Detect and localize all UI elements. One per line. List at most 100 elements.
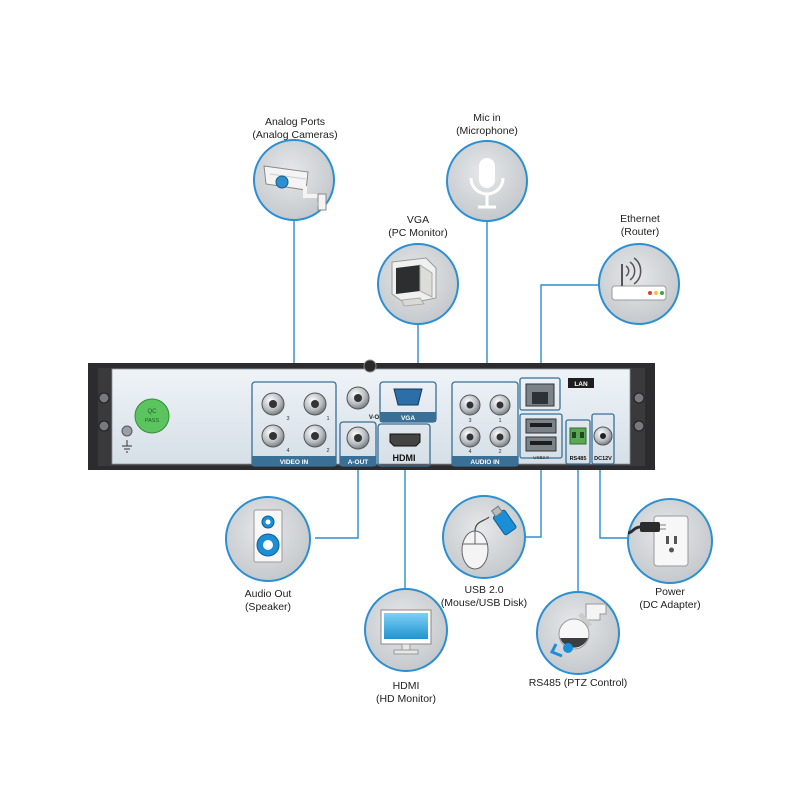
label-hdmi: HDMI (HD Monitor) [346, 680, 466, 706]
aud-label-4: 4 [468, 449, 471, 455]
ground-screw [121, 425, 133, 437]
callout-audio-out [225, 496, 311, 582]
label-ethernet: Ethernet (Router) [580, 213, 700, 239]
a-out-label-bg [340, 456, 376, 466]
video-in-label-bg [252, 456, 336, 466]
ground-symbol-icon [122, 440, 132, 453]
label-ethernet-line2: (Router) [620, 226, 660, 238]
callout-analog-cameras [253, 139, 335, 221]
usb-port-2-inner [530, 441, 552, 445]
line-audio-out [315, 458, 359, 539]
rca-audio-2-pin [496, 401, 504, 409]
screw-left-2 [98, 420, 110, 432]
rca-audio-3-pin [466, 433, 474, 441]
label-power-line2: (DC Adapter) [639, 599, 701, 611]
bnc-video-3-pin [269, 400, 277, 408]
label-vga: VGA (PC Monitor) [358, 214, 478, 240]
lan-port-inner [532, 392, 548, 404]
label-audio-out-line1: Audio Out [244, 588, 292, 600]
video-in-label: VIDEO IN [280, 459, 309, 466]
vga-port [393, 388, 423, 406]
label-usb-line1: USB 2.0 [464, 584, 504, 596]
speaker-icon [253, 509, 283, 563]
v-out-label: V-OUT [369, 415, 388, 421]
label-analog: Analog Ports (Analog Cameras) [230, 116, 360, 142]
line-usb [525, 468, 542, 538]
lan-label: LAN [574, 381, 588, 388]
label-ethernet-line1: Ethernet [620, 213, 660, 225]
dc12v-frame [591, 413, 615, 465]
screw-right-2 [633, 420, 645, 432]
label-hdmi-line1: HDMI [392, 680, 420, 692]
ch-label-2: 2 [326, 448, 329, 454]
aud-label-2: 2 [498, 449, 501, 455]
callout-power [627, 498, 713, 584]
screw-left [98, 392, 110, 404]
callout-vga [377, 243, 459, 325]
power-outlet-icon [627, 515, 689, 567]
qc-text-1: QC [148, 409, 158, 415]
bnc-v-out-pin [354, 394, 362, 402]
label-vga-line1: VGA [406, 214, 430, 226]
bnc-video-2-pin [311, 432, 319, 440]
usb-frame [519, 413, 563, 459]
ch-label-4: 4 [286, 448, 289, 454]
cctv-camera-icon [263, 165, 327, 211]
rca-audio-4-pin [496, 433, 504, 441]
line-power [599, 458, 628, 539]
label-power: Power (DC Adapter) [610, 586, 730, 612]
aud-label-1: 1 [498, 418, 501, 424]
qc-text-2: PASS [145, 418, 160, 424]
callout-usb [442, 495, 526, 579]
line-ethernet [540, 284, 600, 382]
screw-top [363, 359, 377, 373]
callout-microphone [446, 140, 528, 222]
rca-audio-1-pin [466, 401, 474, 409]
label-usb-line2: (Mouse/USB Disk) [440, 597, 528, 609]
hdmi-port [389, 433, 421, 447]
microphone-icon [469, 158, 505, 209]
wifi-router-icon [611, 257, 667, 301]
label-vga-line2: (PC Monitor) [388, 227, 448, 239]
a-out-label: A-OUT [348, 459, 369, 466]
label-rs485-line1: RS485 (PTZ Control) [528, 677, 628, 689]
label-mic: Mic in (Microphone) [427, 112, 547, 138]
label-mic-line2: (Microphone) [456, 125, 518, 137]
ch-label-3: 3 [286, 416, 289, 422]
label-analog-line2: (Analog Cameras) [252, 129, 338, 141]
dc-jack-pin [600, 433, 606, 439]
rs485-pin-a [572, 432, 576, 438]
label-audio-out-line2: (Speaker) [244, 601, 292, 613]
callout-ethernet [598, 243, 680, 325]
usb-label: USB2.0 [533, 455, 549, 460]
qc-sticker [134, 398, 170, 434]
lan-frame [519, 377, 561, 411]
label-rs485: RS485 (PTZ Control) [508, 677, 648, 690]
usb-port-1-inner [530, 423, 552, 427]
vga-label: VGA [401, 415, 415, 422]
crt-monitor-icon [391, 257, 437, 307]
hdmi-label: HDMI [393, 453, 416, 463]
rca-a-out-pin [354, 434, 362, 442]
label-analog-line1: Analog Ports [264, 116, 326, 128]
dvr-device: QC PASS VIDEO IN 3 1 4 2 V-OUT VGA [88, 359, 655, 470]
audio-in-label: AUDIO IN [470, 459, 500, 466]
connector-lines [293, 218, 628, 592]
aud-label-3: 3 [468, 418, 471, 424]
ptz-camera-icon [549, 603, 607, 658]
bnc-video-1-pin [311, 400, 319, 408]
mouse-usb-icon [461, 505, 517, 570]
callout-rs485 [536, 591, 620, 675]
ch-label-1: 1 [326, 416, 329, 422]
rs485-label: RS485 [570, 456, 587, 462]
rs485-frame [565, 419, 591, 465]
label-mic-line1: Mic in [473, 112, 501, 124]
label-usb: USB 2.0 (Mouse/USB Disk) [424, 584, 544, 610]
lan-label-bg [568, 378, 594, 388]
screw-right [633, 392, 645, 404]
bnc-video-4-pin [269, 432, 277, 440]
dc12v-label: DC12V [594, 456, 612, 462]
ethernet-circle [598, 243, 680, 325]
audio-in-label-bg [452, 456, 518, 466]
